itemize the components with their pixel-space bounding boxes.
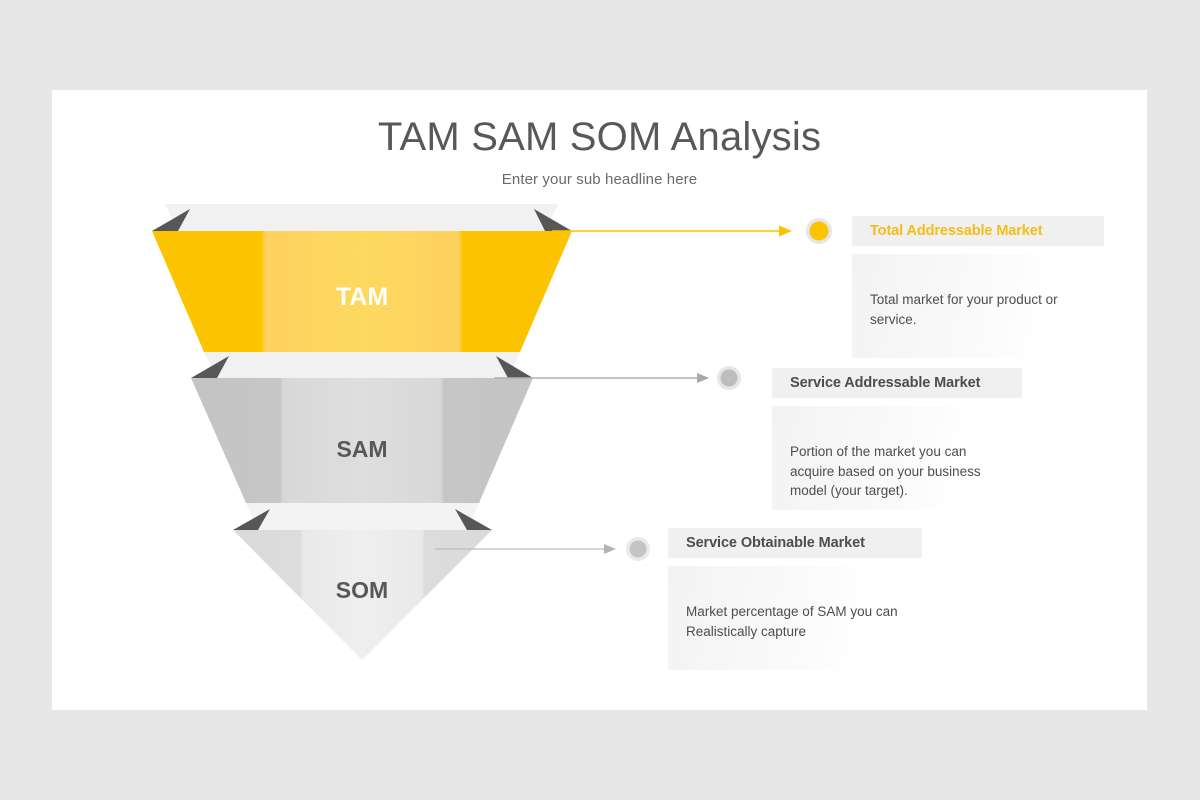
- info-block-som[interactable]: Service Obtainable Market Market percent…: [668, 528, 922, 670]
- funnel-level-tam[interactable]: TAM: [152, 204, 572, 352]
- fold-shadow-sam-right: [496, 356, 533, 378]
- fold-shadow-som-right: [455, 509, 492, 530]
- info-body-som: Market percentage of SAM you can Realist…: [668, 566, 922, 670]
- funnel-body-tam: [152, 231, 572, 352]
- page-title: TAM SAM SOM Analysis: [377, 115, 822, 159]
- info-title-sam: Service Addressable Market: [772, 368, 1022, 398]
- fold-shadow-tam-right: [534, 209, 572, 231]
- funnel-label-som: SOM: [336, 577, 388, 603]
- marker-ring-sam: [717, 366, 741, 390]
- info-body-sam: Portion of the market you can acquire ba…: [772, 406, 1022, 510]
- marker-dot-som[interactable]: [629, 540, 647, 558]
- fold-shadow-sam-left: [191, 356, 229, 378]
- funnel-band-som: [246, 503, 479, 530]
- funnel-level-sam[interactable]: SAM: [191, 352, 533, 503]
- info-block-sam[interactable]: Service Addressable Market Portion of th…: [772, 368, 1022, 510]
- funnel-label-tam: TAM: [336, 283, 388, 311]
- funnel-diagram: TAM SAM SOM: [152, 204, 572, 660]
- funnel-level-som[interactable]: SOM: [233, 503, 492, 660]
- arrowhead-tam: [779, 225, 792, 237]
- funnel-band-sam: [204, 352, 520, 378]
- funnel-body-som: [233, 530, 492, 660]
- fold-shadow-tam-left: [152, 209, 190, 231]
- funnel-body-sam: [191, 378, 533, 503]
- funnel-label-sam: SAM: [336, 436, 387, 462]
- marker-ring-som: [626, 537, 650, 561]
- marker-ring-tam: [806, 218, 832, 244]
- page-subtitle: Enter your sub headline here: [501, 171, 698, 188]
- arrowhead-sam: [697, 373, 709, 383]
- info-block-tam[interactable]: Total Addressable Market Total market fo…: [852, 216, 1104, 358]
- info-title-som: Service Obtainable Market: [668, 528, 922, 558]
- fold-shadow-som-left: [233, 509, 270, 530]
- marker-dot-sam[interactable]: [720, 369, 738, 387]
- slide-canvas: TAM SAM SOM Analysis Enter your sub head…: [52, 90, 1147, 710]
- info-title-tam: Total Addressable Market: [852, 216, 1104, 246]
- info-body-tam: Total market for your product or service…: [852, 254, 1104, 358]
- funnel-band-tam: [165, 204, 558, 231]
- marker-dot-tam[interactable]: [809, 221, 829, 241]
